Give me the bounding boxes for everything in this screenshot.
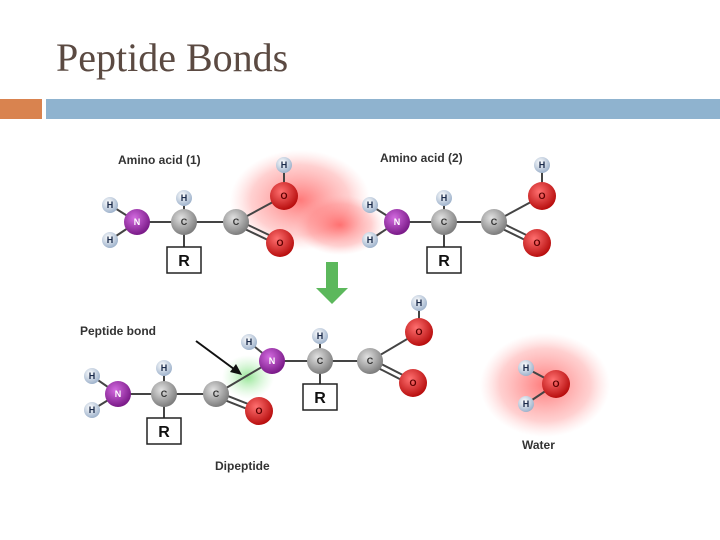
hydrogen-atom bbox=[518, 396, 534, 412]
oxygen-atom-symbol: O bbox=[552, 379, 559, 389]
carbon-atom-symbol: C bbox=[441, 217, 448, 227]
carbon-atom bbox=[203, 381, 229, 407]
oxygen-atom bbox=[266, 229, 294, 257]
hydrogen-atom-symbol: H bbox=[246, 337, 253, 347]
hydrogen-atom-symbol: H bbox=[441, 193, 448, 203]
r-group-symbol: R bbox=[314, 390, 326, 407]
carbon-atom bbox=[357, 348, 383, 374]
nitrogen-atom-symbol: N bbox=[115, 389, 122, 399]
hydrogen-atom bbox=[518, 360, 534, 376]
carbon-atom-symbol: C bbox=[161, 389, 168, 399]
hydrogen-atom-symbol: H bbox=[89, 371, 96, 381]
r-group-box bbox=[146, 417, 182, 445]
oxygen-atom-symbol: O bbox=[276, 238, 283, 248]
oxygen-atom-symbol: O bbox=[280, 191, 287, 201]
oxygen-atom-symbol: O bbox=[538, 191, 545, 201]
r-group-symbol: R bbox=[178, 253, 190, 270]
nitrogen-atom-symbol: N bbox=[394, 217, 401, 227]
hydrogen-atom-symbol: H bbox=[107, 200, 114, 210]
hydrogen-atom-symbol: H bbox=[317, 331, 324, 341]
hydrogen-atom bbox=[84, 368, 100, 384]
nitrogen-atom bbox=[124, 209, 150, 235]
oxygen-atom bbox=[399, 369, 427, 397]
label-water: Water bbox=[522, 438, 555, 452]
nitrogen-atom bbox=[384, 209, 410, 235]
slide-title: Peptide Bonds bbox=[56, 35, 289, 80]
carbon-atom-symbol: C bbox=[367, 356, 374, 366]
hydrogen-atom-symbol: H bbox=[523, 399, 530, 409]
accent-bar-blue bbox=[46, 99, 720, 119]
r-group-box bbox=[426, 246, 462, 274]
hydrogen-atom bbox=[84, 402, 100, 418]
oxygen-atom bbox=[542, 370, 570, 398]
hydrogen-atom bbox=[102, 197, 118, 213]
peptide-bond-pointer bbox=[195, 340, 242, 375]
water-removal-highlight bbox=[230, 150, 385, 255]
carbon-atom bbox=[151, 381, 177, 407]
carbon-atom bbox=[307, 348, 333, 374]
hydrogen-atom-symbol: H bbox=[161, 363, 168, 373]
hydrogen-atom bbox=[534, 157, 550, 173]
carbon-atom-symbol: C bbox=[181, 217, 188, 227]
hydrogen-atom bbox=[176, 190, 192, 206]
reaction-arrow bbox=[316, 262, 348, 304]
oxygen-atom bbox=[528, 182, 556, 210]
nitrogen-atom bbox=[105, 381, 131, 407]
oxygen-atom bbox=[523, 229, 551, 257]
label-dipeptide: Dipeptide bbox=[215, 459, 270, 473]
hydrogen-atom-symbol: H bbox=[107, 235, 114, 245]
carbon-atom-symbol: C bbox=[317, 356, 324, 366]
label-amino-acid-1: Amino acid (1) bbox=[118, 153, 201, 167]
oxygen-atom bbox=[405, 318, 433, 346]
hydrogen-atom-symbol: H bbox=[416, 298, 423, 308]
atoms: H H N H C C O H O R H H N H C C O H O R H H N H C C O N H H C C O H O R R H H O bbox=[84, 157, 570, 445]
nitrogen-atom-symbol: N bbox=[269, 356, 276, 366]
carbon-atom-symbol: C bbox=[491, 217, 498, 227]
carbon-atom bbox=[171, 209, 197, 235]
nitrogen-atom-symbol: N bbox=[134, 217, 141, 227]
hydrogen-atom-symbol: H bbox=[523, 363, 530, 373]
carbon-atom bbox=[431, 209, 457, 235]
label-amino-acid-2: Amino acid (2) bbox=[380, 151, 463, 165]
hydrogen-atom bbox=[156, 360, 172, 376]
oxygen-atom bbox=[245, 397, 273, 425]
carbon-atom bbox=[223, 209, 249, 235]
hydrogen-atom-symbol: H bbox=[367, 200, 374, 210]
hydrogen-atom-symbol: H bbox=[281, 160, 288, 170]
oxygen-atom bbox=[270, 182, 298, 210]
nitrogen-atom bbox=[259, 348, 285, 374]
hydrogen-atom-symbol: H bbox=[89, 405, 96, 415]
hydrogen-atom bbox=[102, 232, 118, 248]
r-group-box bbox=[302, 383, 338, 411]
carbon-atom-symbol: C bbox=[213, 389, 220, 399]
oxygen-atom-symbol: O bbox=[533, 238, 540, 248]
r-group-symbol: R bbox=[438, 253, 450, 270]
carbon-atom-symbol: C bbox=[233, 217, 240, 227]
oxygen-atom-symbol: O bbox=[415, 327, 422, 337]
hydrogen-atom bbox=[276, 157, 292, 173]
hydrogen-atom bbox=[241, 334, 257, 350]
hydrogen-atom bbox=[312, 328, 328, 344]
oxygen-atom-symbol: O bbox=[409, 378, 416, 388]
r-group-box bbox=[166, 246, 202, 274]
label-peptide-bond: Peptide bond bbox=[80, 324, 156, 338]
hydrogen-atom bbox=[362, 232, 378, 248]
hydrogen-atom-symbol: H bbox=[367, 235, 374, 245]
carbon-atom bbox=[481, 209, 507, 235]
hydrogen-atom bbox=[436, 190, 452, 206]
accent-bar-orange bbox=[0, 99, 42, 119]
oxygen-atom-symbol: O bbox=[255, 406, 262, 416]
hydrogen-atom bbox=[411, 295, 427, 311]
r-group-symbol: R bbox=[158, 424, 170, 441]
hydrogen-atom-symbol: H bbox=[539, 160, 546, 170]
hydrogen-atom-symbol: H bbox=[181, 193, 188, 203]
hydrogen-atom bbox=[362, 197, 378, 213]
